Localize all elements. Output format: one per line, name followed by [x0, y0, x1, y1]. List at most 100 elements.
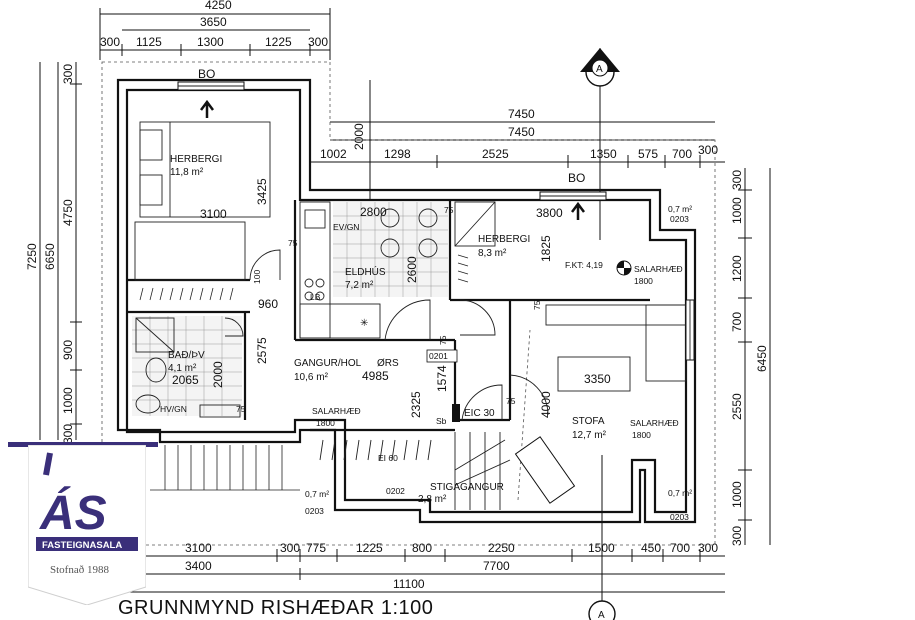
kitchen-floor-tiles: [333, 202, 448, 297]
dim-right-v-2: 1000: [730, 197, 744, 224]
dim-right-b: 7450: [508, 125, 535, 139]
stofa-salarhaed: SALARHÆÐ: [630, 418, 679, 428]
dim-bottom-row2-2: 7700: [483, 559, 510, 573]
lb-label: LB: [310, 292, 321, 302]
dim-bottom-1: 3100: [185, 541, 212, 555]
dim-bottom-4: 1225: [356, 541, 383, 555]
bath-floor-tiles: [132, 316, 242, 416]
herbergi1-dim-width: 3100: [200, 207, 227, 221]
dim-bottom-10: 300: [698, 541, 718, 555]
dim-left-part-3: 900: [61, 340, 75, 360]
dim-left-part-5: 300: [61, 424, 75, 444]
exterior-stair-hatching: [150, 445, 300, 491]
room-stigagangur: STIGAGANGUR 2,8 m² 0202 0,7 m² 0203: [305, 432, 511, 516]
dim-vertical-2000: 2000: [352, 123, 366, 150]
eldhus-dim-width: 2800: [360, 205, 387, 219]
code-bottom-right: 0203: [670, 512, 689, 522]
dim-right-a: 7450: [508, 107, 535, 121]
dim-bottom-2: 300: [280, 541, 300, 555]
eldhus-name: ELDHÚS: [345, 265, 386, 278]
room-herbergi-1: HERBERGI 11,8 m² 3100 3425 75: [134, 121, 298, 301]
dim-right-v-7: 300: [730, 526, 744, 546]
bad-dim-width: 2065: [172, 373, 199, 387]
dim-top-part-2: 1125: [136, 35, 162, 49]
gangur-area: 10,6 m²: [294, 372, 329, 383]
dim-right-part-3: 2525: [482, 147, 509, 161]
north-arrow-right: [571, 201, 585, 220]
area-bottom-left: 0,7 m²: [305, 489, 329, 499]
dim-right-outer: 6450: [755, 345, 769, 372]
right-dimension-lines: 300 1000 1200 700 2550 1000 300 6450: [730, 168, 771, 546]
dim-top-part-5: 300: [308, 35, 328, 49]
dim-left-outer: 7250: [25, 243, 39, 270]
bo-label-right: BO: [568, 171, 585, 185]
dim-right-part-4: 1350: [590, 147, 617, 161]
dim-overall: 4250: [205, 0, 232, 12]
herbergi2-name: HERBERGI: [478, 234, 530, 245]
fkt-label: F.KT: 4,19: [565, 260, 603, 270]
herbergi1-dim-depth: 3425: [255, 178, 269, 205]
stofa-75: 75: [506, 396, 516, 406]
dim-bottom-row2-1: 3400: [185, 559, 212, 573]
code-top-right: 0203: [670, 214, 689, 224]
code-0201: 0201: [429, 351, 448, 361]
herbergi2-area: 8,3 m²: [478, 248, 507, 259]
bad-area: 4,1 m²: [168, 363, 197, 374]
gangur-salarhaed: SALARHÆÐ: [312, 406, 361, 416]
drawing-title: GRUNNMYND RISHÆÐAR 1:100: [118, 597, 434, 619]
stigagangur-code: 0202: [386, 486, 405, 496]
stigagangur-name: STIGAGANGUR: [430, 482, 504, 493]
roof-outline: [101, 61, 716, 546]
logo-brand: ÁS: [39, 486, 107, 540]
herbergi2-dim-depth: 1825: [539, 235, 553, 262]
code-bottom-left: 0203: [305, 506, 324, 516]
n2325-label: 2325: [409, 391, 423, 418]
dim-right-v-1: 300: [730, 170, 744, 190]
stofa-area: 12,7 m²: [572, 430, 607, 441]
dim-right-v-3: 1200: [730, 255, 744, 282]
section-marker-top: A: [580, 48, 620, 240]
eldhus-75: 75: [444, 205, 454, 215]
dim-bottom-6: 2250: [488, 541, 515, 555]
dim-bottom-8: 450: [641, 541, 661, 555]
herbergi2-75: 75: [532, 300, 542, 310]
dim-bottom-overall: 11100: [393, 577, 425, 591]
hv-gn-label: HV/GN: [160, 404, 187, 414]
stigagangur-area: 2,8 m²: [418, 494, 447, 505]
section-label-bottom: A: [598, 610, 605, 620]
bad-dim-depth: 2000: [211, 361, 225, 388]
gangur-75: 75: [438, 335, 448, 345]
section-label-top: A: [596, 64, 603, 75]
eldhus-dim-depth: 2600: [405, 256, 419, 283]
dim-bottom-3: 775: [306, 541, 326, 555]
room-eldhus: ✳ ELDHÚS 7,2 m² 2800 2600 EV/GN LB 75: [299, 201, 454, 341]
n960-label: 960: [258, 297, 278, 311]
gangur-name: GANGUR/HOL: [294, 358, 362, 369]
stofa-1800: 1800: [632, 430, 651, 440]
herbergi2-1800: 1800: [634, 276, 653, 286]
area-top-right: 0,7 m²: [668, 204, 692, 214]
dim-left-part-4: 1000: [61, 387, 75, 414]
dim-right-part-7: 300: [698, 143, 718, 157]
sb-label: Sb: [436, 416, 447, 426]
section-marker-bottom: A: [588, 455, 616, 620]
left-dimension-lines: 7250 6650 300 4750 900 1000 300: [25, 62, 82, 444]
herbergi2-dim-width: 3800: [536, 206, 563, 220]
dim-top-part-1: 300: [100, 35, 120, 49]
company-logo: ÁS FASTEIGNASALA Stofnað 1988: [28, 445, 146, 605]
dim-right-part-5: 575: [638, 147, 658, 161]
area-bottom-right: 0,7 m²: [668, 488, 692, 498]
bo-label-left: BO: [198, 67, 215, 81]
n100-label: 100: [252, 270, 262, 284]
n1574-label: 1574: [435, 365, 449, 392]
bad-name: BAÐ/ÞV: [168, 350, 205, 361]
ei60-label: EI 60: [378, 453, 398, 463]
gangur-dim-depth: 2575: [255, 337, 269, 364]
dim-inner: 3650: [200, 15, 227, 29]
ev-gn-label: EV/GN: [333, 222, 359, 232]
dim-right-part-2: 1298: [384, 147, 411, 161]
dim-right-v-6: 1000: [730, 481, 744, 508]
stofa-name: STOFA: [572, 416, 605, 427]
herbergi1-area: 11,8 m²: [170, 167, 204, 178]
hall-storage-hatching: [319, 439, 432, 461]
